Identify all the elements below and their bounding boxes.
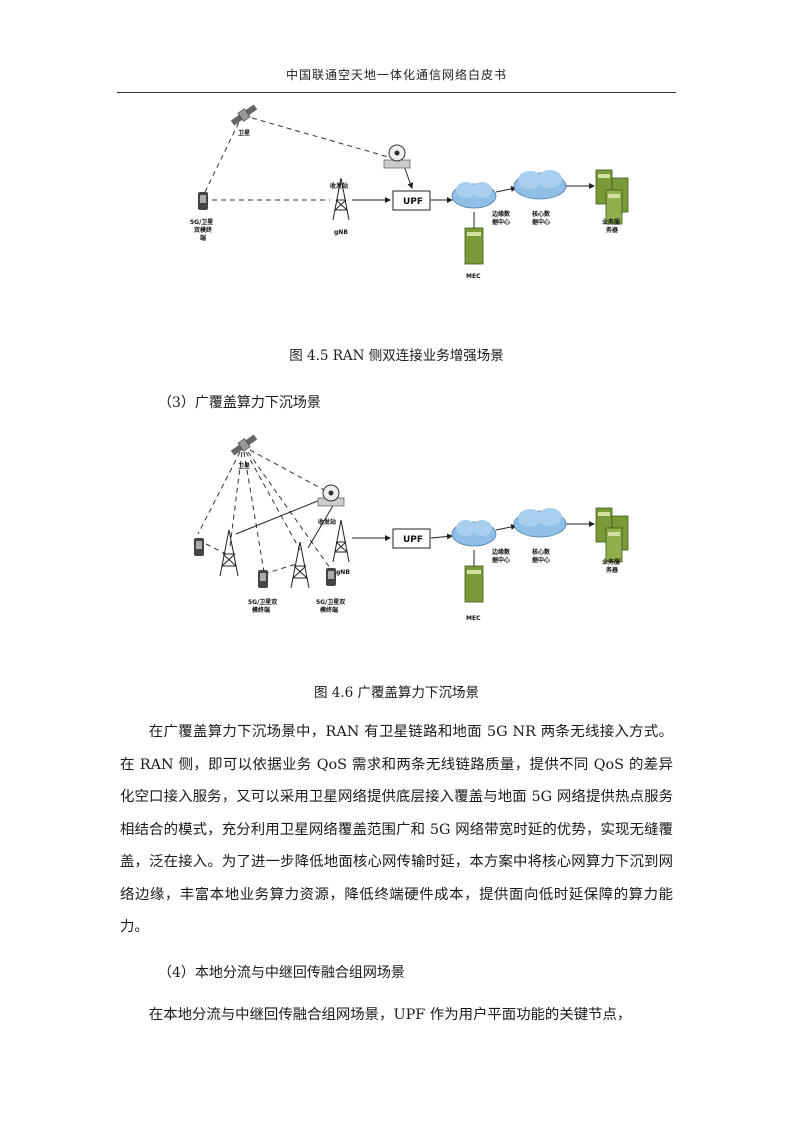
mec-server-icon-2 — [464, 565, 484, 603]
header-divider — [117, 92, 676, 93]
core-dc-label-1: 核心数 — [532, 210, 551, 218]
mec-server-icon — [464, 227, 484, 265]
terminal-label-1: 5G/卫星 — [190, 218, 213, 226]
gnb-site-label-2: 收发站 — [318, 518, 336, 526]
service-label-2b: 务器 — [606, 566, 619, 574]
edge-dc-label-1: 边缘数 — [491, 210, 511, 218]
service-label-2: 务器 — [606, 226, 619, 234]
figure-4-6-caption: 图 4.6 广覆盖算力下沉场景 — [313, 685, 480, 701]
ground-station-icon — [317, 484, 345, 507]
figure-4-5-diagram: 卫星 5G/卫星 双模终 端 收发站 gNB UPF 边缘数 据中心 核心数 — [190, 104, 629, 280]
terminal-b-label-2: 模终端 — [320, 606, 338, 614]
core-cloud-icon — [513, 170, 567, 200]
upf-label: UPF — [403, 197, 423, 207]
satellite-icon — [230, 104, 258, 126]
edge-cloud-icon-2 — [451, 520, 497, 547]
terminal-icon-1 — [194, 538, 204, 556]
satellite-label-2: 卫星 — [238, 462, 250, 470]
edge-dc-label-2a: 边缘数 — [491, 548, 511, 556]
figure-ran-dual-connectivity: 卫星 5G/卫星 双模终 端 收发站 gNB UPF 边缘数 据中心 核心数 — [0, 100, 793, 300]
core-dc-label-2a: 核心数 — [532, 548, 551, 556]
gnb-label: gNB — [334, 229, 348, 236]
terminal-a-label-1: 5G/卫星双 — [248, 598, 277, 606]
core-dc-label-2b: 据中心 — [532, 556, 550, 564]
section-4-heading: （4）本地分流与中继回传融合组网场景 — [158, 965, 405, 981]
page-header-title: 中国联通空天地一体化通信网络白皮书 — [285, 68, 507, 82]
gnb-site-label: 收发站 — [330, 182, 348, 190]
edge-dc-label-2b: 据中心 — [492, 556, 510, 564]
paragraph-local-offload: 在本地分流与中继回传融合组网场景，UPF 作为用户平面功能的关键节点， — [148, 1007, 632, 1023]
section-3-heading: （3）广覆盖算力下沉场景 — [158, 395, 321, 411]
upf-label-2: UPF — [403, 535, 423, 545]
terminal-a-label-2: 模终端 — [252, 606, 270, 614]
gnb-tower-icon-1 — [219, 529, 239, 577]
figure-4-5-caption: 图 4.5 RAN 侧双连接业务增强场景 — [289, 348, 504, 364]
upf-box-2 — [392, 528, 431, 549]
core-cloud-icon-2 — [513, 508, 567, 538]
figure-4-6-diagram: 卫星 收发站 gNB 5G/卫星双 模终端 5G/卫星双 模终端 UP — [194, 434, 629, 622]
terminal-label-3: 端 — [200, 234, 206, 242]
gnb-tower-icon-2 — [290, 541, 310, 589]
upf-box — [392, 190, 431, 211]
service-label-1: 业务服 — [602, 218, 621, 226]
terminal-icon-2 — [258, 570, 268, 588]
ground-station-icon — [383, 144, 411, 169]
gnb-tower-icon-3 — [332, 519, 350, 563]
edge-cloud-icon — [451, 182, 497, 209]
gnb-label-2: gNB — [336, 569, 350, 576]
terminal-icon — [198, 192, 208, 210]
server-cluster-icon-2 — [595, 507, 629, 563]
figure-wide-coverage: 卫星 收发站 gNB 5G/卫星双 模终端 5G/卫星双 模终端 UP — [0, 430, 793, 630]
terminal-icon-3 — [326, 568, 336, 586]
terminal-b-label-1: 5G/卫星双 — [316, 598, 345, 606]
gnb-tower-icon — [332, 177, 350, 221]
server-cluster-icon — [595, 169, 629, 225]
mec-label: MEC — [466, 273, 481, 280]
satellite-label: 卫星 — [238, 129, 250, 137]
terminal-label-2: 双模终 — [194, 226, 213, 234]
mec-label-2: MEC — [466, 615, 481, 622]
satellite-icon — [230, 434, 258, 456]
edge-dc-label-2: 据中心 — [492, 218, 510, 226]
paragraph-wide-coverage: 在广覆盖算力下沉场景中，RAN 有卫星链路和地面 5G NR 两条无线接入方式。… — [120, 724, 673, 935]
service-label-2a: 业务服 — [602, 558, 621, 566]
core-dc-label-2: 据中心 — [532, 218, 550, 226]
